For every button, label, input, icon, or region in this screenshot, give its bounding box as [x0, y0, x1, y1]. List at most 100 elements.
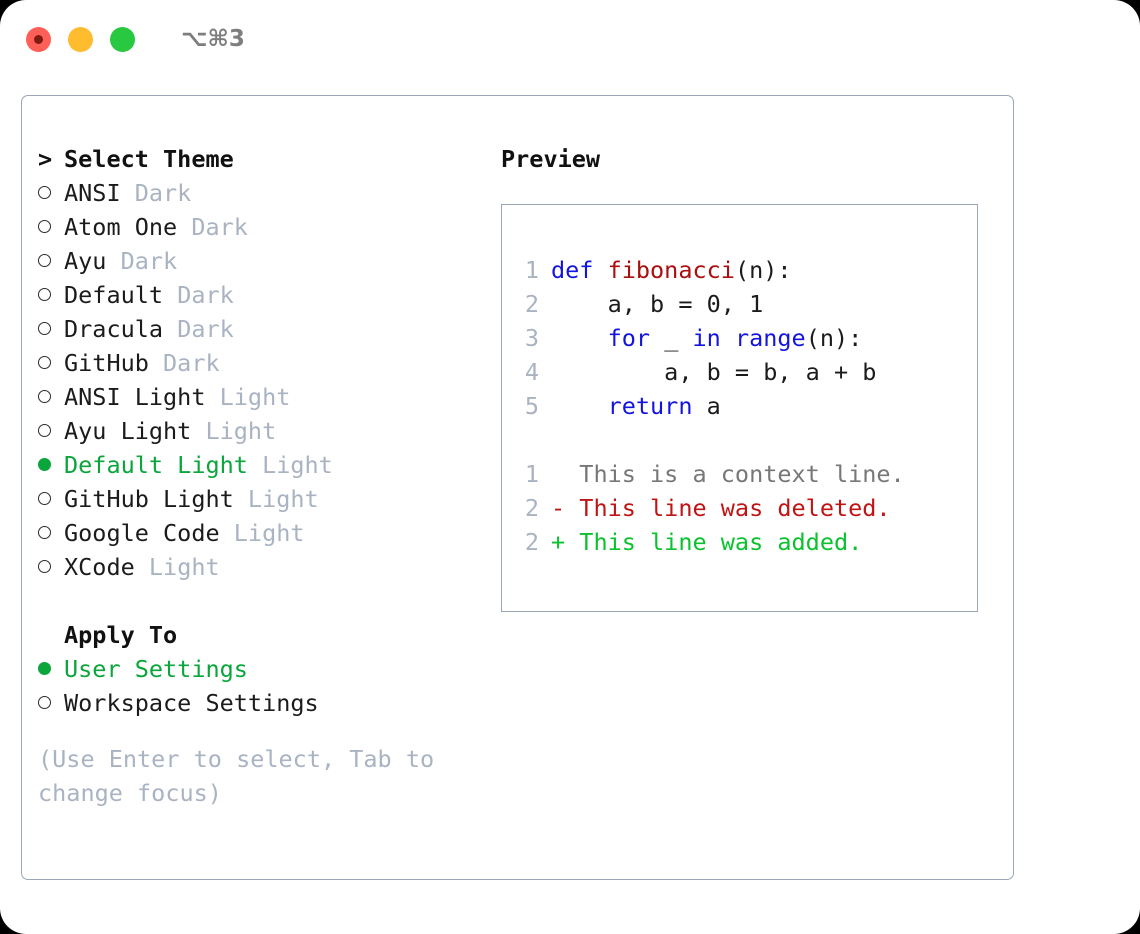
theme-list-item[interactable]: GitHub Dark: [38, 346, 478, 380]
code-token: for: [551, 324, 665, 352]
theme-name-label: Ayu: [64, 247, 107, 275]
theme-name-label: Atom One: [64, 213, 178, 241]
radio-selected-icon: [38, 662, 51, 675]
theme-list-item[interactable]: Ayu Light Light: [38, 414, 478, 448]
radio-unselected-icon: [38, 220, 51, 233]
code-token: a: [706, 392, 721, 420]
code-token: fibonacci: [607, 256, 735, 284]
line-number: 3: [524, 324, 539, 352]
minimize-button[interactable]: [68, 26, 93, 52]
theme-variant-tag: Light: [134, 553, 220, 581]
line-number: 1: [524, 460, 539, 488]
line-number: 2: [524, 290, 539, 318]
code-token: + This line was added.: [551, 528, 863, 556]
theme-name-label: GitHub: [64, 349, 149, 377]
radio-unselected-icon: [38, 492, 51, 505]
theme-list-item[interactable]: Dracula Dark: [38, 312, 478, 346]
theme-list-item[interactable]: Ayu Dark: [38, 244, 478, 278]
keyboard-shortcut-label: ⌥⌘3: [181, 26, 245, 52]
radio-unselected-icon: [38, 356, 51, 369]
code-line: 3 for _ in range(n):: [519, 321, 977, 355]
code-token: a, b = 0, 1: [551, 290, 764, 318]
theme-name-label: ANSI Light: [64, 383, 206, 411]
cursor-caret-icon: >: [38, 145, 67, 173]
theme-name-label: Dracula: [64, 315, 164, 343]
apply-to-title: Apply To: [38, 618, 478, 652]
theme-list-item[interactable]: Atom One Dark: [38, 210, 478, 244]
code-token: def: [551, 256, 608, 284]
theme-variant-tag: Light: [191, 417, 277, 445]
title-bar: ⌥⌘3: [0, 0, 1140, 78]
theme-picker-title: > Select Theme: [38, 142, 478, 176]
theme-name-label: ANSI: [64, 179, 121, 207]
maximize-button[interactable]: [110, 26, 135, 52]
theme-name-label: GitHub Light: [64, 485, 234, 513]
theme-variant-tag: Dark: [106, 247, 178, 275]
theme-picker-title-label: Select Theme: [64, 145, 234, 173]
section-spacer: [38, 584, 478, 618]
theme-list-item[interactable]: GitHub Light Light: [38, 482, 478, 516]
theme-name-label: Default Light: [64, 451, 248, 479]
radio-unselected-icon: [38, 526, 51, 539]
theme-list-item[interactable]: Default Dark: [38, 278, 478, 312]
keyboard-hint-text: (Use Enter to select, Tab to change focu…: [38, 745, 449, 807]
radio-unselected-icon: [38, 390, 51, 403]
record-indicator-icon: [34, 34, 43, 44]
code-line: 4 a, b = b, a + b: [519, 355, 977, 389]
diff-line: 1 This is a context line.: [519, 457, 977, 491]
code-token: return: [551, 392, 707, 420]
radio-unselected-icon: [38, 288, 51, 301]
code-token: in: [692, 324, 735, 352]
theme-name-label: Google Code: [64, 519, 220, 547]
theme-name-label: Ayu Light: [64, 417, 192, 445]
theme-variant-tag: Dark: [163, 281, 234, 309]
preview-title: Preview: [501, 145, 601, 173]
theme-variant-tag: Light: [205, 383, 291, 411]
code-line: 2 a, b = 0, 1: [519, 287, 977, 321]
code-token: - This line was deleted.: [551, 494, 891, 522]
apply-to-label: User Settings: [64, 655, 248, 683]
apply-to-title-label: Apply To: [64, 621, 178, 649]
theme-variant-tag: Light: [247, 451, 333, 479]
radio-unselected-icon: [38, 696, 51, 709]
line-number: 2: [524, 528, 539, 556]
theme-list-item[interactable]: Google Code Light: [38, 516, 478, 550]
theme-name-label: XCode: [64, 553, 135, 581]
theme-variant-tag: Dark: [163, 315, 234, 343]
theme-variant-tag: Dark: [120, 179, 192, 207]
code-token: _: [664, 324, 693, 352]
apply-to-label: Workspace Settings: [64, 689, 319, 717]
theme-variant-tag: Dark: [148, 349, 220, 377]
code-token: a, b = b, a + b: [551, 358, 877, 386]
line-number: 5: [524, 392, 539, 420]
theme-variant-tag: Dark: [177, 213, 248, 241]
apply-to-indent: [38, 618, 64, 652]
close-button[interactable]: [26, 26, 51, 52]
apply-to-list-item[interactable]: Workspace Settings: [38, 686, 478, 720]
radio-unselected-icon: [38, 254, 51, 267]
radio-selected-icon: [38, 458, 51, 471]
apply-to-list-item[interactable]: User Settings: [38, 652, 478, 686]
theme-list-item[interactable]: Default Light Light: [38, 448, 478, 482]
theme-list-item[interactable]: XCode Light: [38, 550, 478, 584]
diff-line: 2- This line was deleted.: [519, 491, 977, 525]
code-token: (n):: [734, 256, 792, 284]
code-token: This is a context line.: [551, 460, 905, 488]
code-line: 5 return a: [519, 389, 977, 423]
theme-list-item[interactable]: ANSI Light Light: [38, 380, 478, 414]
diff-sample-block: 1 This is a context line.2- This line wa…: [519, 457, 977, 559]
radio-unselected-icon: [38, 424, 51, 437]
radio-unselected-icon: [38, 322, 51, 335]
line-number: 4: [524, 358, 539, 386]
theme-list-item[interactable]: ANSI Dark: [38, 176, 478, 210]
code-diff-spacer: [519, 423, 977, 457]
theme-variant-tag: Light: [219, 519, 305, 547]
diff-line: 2 + This line was added.: [519, 525, 977, 559]
radio-unselected-icon: [38, 186, 51, 199]
